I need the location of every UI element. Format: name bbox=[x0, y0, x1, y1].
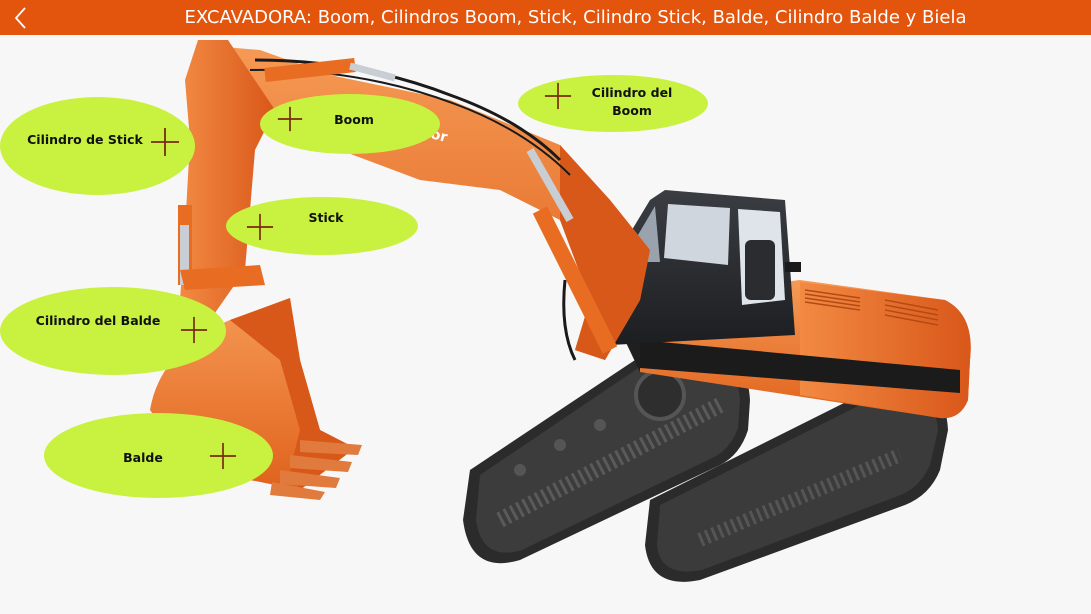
plus-icon bbox=[180, 316, 208, 344]
hotspot-label: Cilindro del Balde bbox=[35, 313, 161, 328]
stick-arm bbox=[178, 40, 275, 320]
operator-cab bbox=[610, 190, 801, 345]
hotspot-boom[interactable]: Boom bbox=[260, 94, 440, 154]
hotspot-cilindro-balde[interactable]: Cilindro del Balde bbox=[0, 287, 226, 375]
hotspot-label: Boom bbox=[334, 112, 374, 127]
rear-track bbox=[645, 382, 948, 582]
hotspot-label: Boom bbox=[612, 103, 652, 118]
hotspot-cilindro-stick[interactable]: Cilindro de Stick bbox=[0, 97, 195, 195]
hotspot-cilindro-boom[interactable]: Cilindro del Boom bbox=[518, 75, 708, 132]
plus-icon bbox=[544, 82, 572, 110]
plus-icon bbox=[209, 442, 237, 470]
hotspot-label: Balde bbox=[123, 450, 163, 465]
page-title: EXCAVADORA: Boom, Cilindros Boom, Stick,… bbox=[184, 7, 967, 28]
bucket-linkage bbox=[180, 265, 265, 290]
back-button[interactable] bbox=[10, 5, 36, 31]
chevron-left-icon bbox=[14, 7, 26, 29]
hotspot-label: Cilindro de Stick bbox=[27, 132, 143, 147]
hotspot-label: Stick bbox=[308, 210, 344, 225]
plus-icon bbox=[246, 213, 274, 241]
hotspot-stick[interactable]: Stick bbox=[226, 197, 418, 255]
hotspot-balde[interactable]: Balde bbox=[44, 413, 273, 498]
stick-cylinder bbox=[264, 58, 396, 82]
top-bar: EXCAVADORA: Boom, Cilindros Boom, Stick,… bbox=[0, 0, 1091, 35]
boom-cylinder bbox=[526, 148, 618, 354]
plus-icon bbox=[151, 128, 179, 156]
hotspot-label: Cilindro del bbox=[591, 85, 673, 100]
front-track bbox=[463, 337, 750, 564]
plus-icon bbox=[277, 106, 303, 132]
